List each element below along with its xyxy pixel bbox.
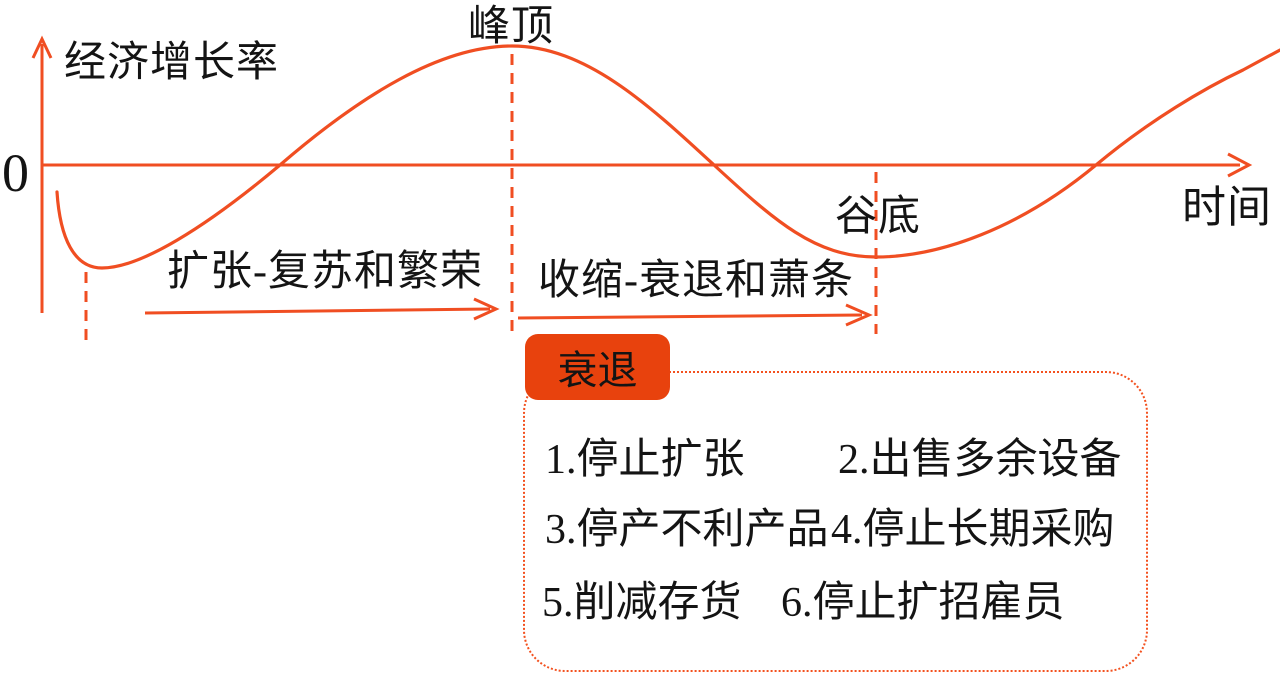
recession-item-4: 4.停止长期采购 bbox=[831, 507, 1115, 553]
expansion-arrow-line bbox=[144, 307, 491, 315]
recession-item-1: 1.停止扩张 bbox=[545, 437, 745, 483]
recession-panel bbox=[523, 371, 1148, 672]
contraction-arrow-line bbox=[517, 313, 863, 320]
business-cycle-curve bbox=[55, 44, 1280, 270]
expansion-phase-label: 扩张-复苏和繁荣 bbox=[167, 249, 483, 295]
x-axis-label: 时间 bbox=[1182, 183, 1272, 232]
x-axis-arrowhead-icon bbox=[1227, 152, 1253, 178]
contraction-phase-label: 收缩-衰退和萧条 bbox=[538, 258, 854, 304]
y-axis-arrowhead-icon bbox=[31, 35, 53, 59]
y-axis-label: 经济增长率 bbox=[64, 40, 280, 86]
recession-item-6: 6.停止扩招雇员 bbox=[781, 580, 1065, 626]
peak-label: 峰顶 bbox=[468, 4, 555, 50]
recession-item-3: 3.停产不利产品 bbox=[545, 507, 829, 553]
origin-label: 0 bbox=[2, 143, 29, 203]
contraction-arrowhead-icon bbox=[845, 303, 873, 327]
trough-label: 谷底 bbox=[835, 194, 922, 240]
recession-item-5: 5.削减存货 bbox=[542, 580, 742, 626]
expansion-arrowhead-icon bbox=[473, 297, 500, 321]
recession-item-2: 2.出售多余设备 bbox=[838, 437, 1122, 483]
recession-tab: 衰退 bbox=[525, 334, 670, 400]
